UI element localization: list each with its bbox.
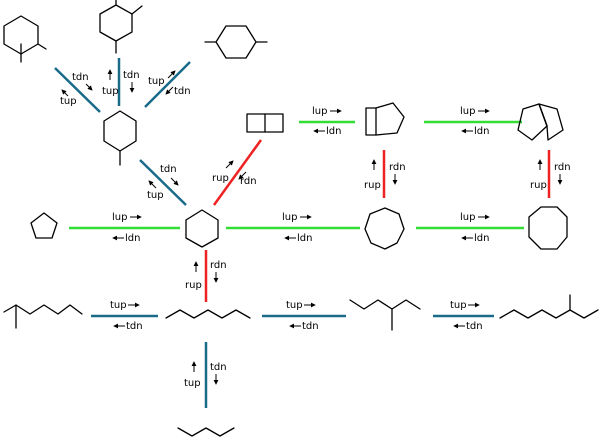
label-tdn-pentane: tdn [210,362,227,373]
label-lup-cyclooctane: lup [460,212,475,223]
label-tup-3methylhexane: tup [286,300,303,311]
label-rup-hexane: rup [185,280,202,291]
label-tup-2methylheptane: tup [450,300,467,311]
label-rup-bicyclo-hept: rup [364,180,381,191]
label-tup-2methylhexane: tup [110,300,127,311]
label-rdn-pentalene: rdn [554,162,571,173]
cyclohexane-molecule [185,209,219,248]
edges [54,58,551,408]
label-tdn-2methylheptane: tdn [466,321,483,332]
label-ldn-cycloheptane: ldn [297,233,312,244]
label-tdn-top-right: tdn [174,86,191,97]
methylcyclohexane-molecule [103,110,137,166]
dimethylcyclohexane-1-4-molecule [204,25,268,59]
bicyclo-3-2-0-heptane-molecule [365,102,405,136]
label-tdn-methyl-hex: tdn [160,164,177,175]
label-tup-pentane: tup [184,378,201,389]
label-tdn-top-mid: tdn [123,70,140,81]
edge-top-right [144,61,191,108]
edge-methyl-to-hex [139,159,187,206]
dimethylcyclohexane-1-3-molecule [99,0,143,54]
2-methylheptane-molecule [499,294,599,319]
label-tdn-3methylhexane: tdn [302,321,319,332]
label-tdn-top-left: tdn [72,72,89,83]
label-lup-bicyclo-hept: lup [312,106,327,117]
pentane-molecule [177,427,235,437]
label-tup-top-left: tup [60,96,77,107]
label-ldn-bicyclo-hept: ldn [326,126,341,137]
label-lup-cycloheptane: lup [282,212,297,223]
label-tup-top-right: tup [148,76,165,87]
bicyclo-2-2-0-hexane-molecule [246,113,284,133]
label-rup-pentalene: rup [530,180,547,191]
cyclopentane-molecule [30,212,58,239]
octahydropentalene-molecule [517,103,564,141]
label-rdn-hexane: rdn [210,260,227,271]
edge-labels: tdn tup tup tdn tup tdn tdn tup rup rdn … [60,69,571,389]
label-lup-pentalene: lup [460,106,475,117]
label-ldn-cyclooctane: ldn [474,233,489,244]
molecules [3,0,599,437]
2-methylhexane-molecule [3,304,83,329]
3-methylhexane-molecule [349,299,421,331]
label-tup-methyl-hex: tup [147,190,164,201]
label-ldn-pentalene: ldn [474,126,489,137]
cyclooctane-molecule [528,206,568,250]
cycloheptane-molecule [364,207,405,250]
label-rup-bicyclo: rup [212,173,229,184]
label-rdn-bicyclo-hept: rdn [389,162,406,173]
label-ldn-cyclopentane: ldn [125,233,140,244]
label-tdn-2methylhexane: tdn [126,321,143,332]
edge-top-left [54,67,101,113]
hexane-molecule [165,309,251,319]
label-rdn-bicyclo: rdn [240,176,257,187]
label-lup-cyclopentane: lup [112,212,127,223]
label-tup-top-mid: tup [102,86,119,97]
dimethylcyclohexane-1-2-molecule [3,15,47,63]
edge-bicyclo-hex [212,139,263,206]
